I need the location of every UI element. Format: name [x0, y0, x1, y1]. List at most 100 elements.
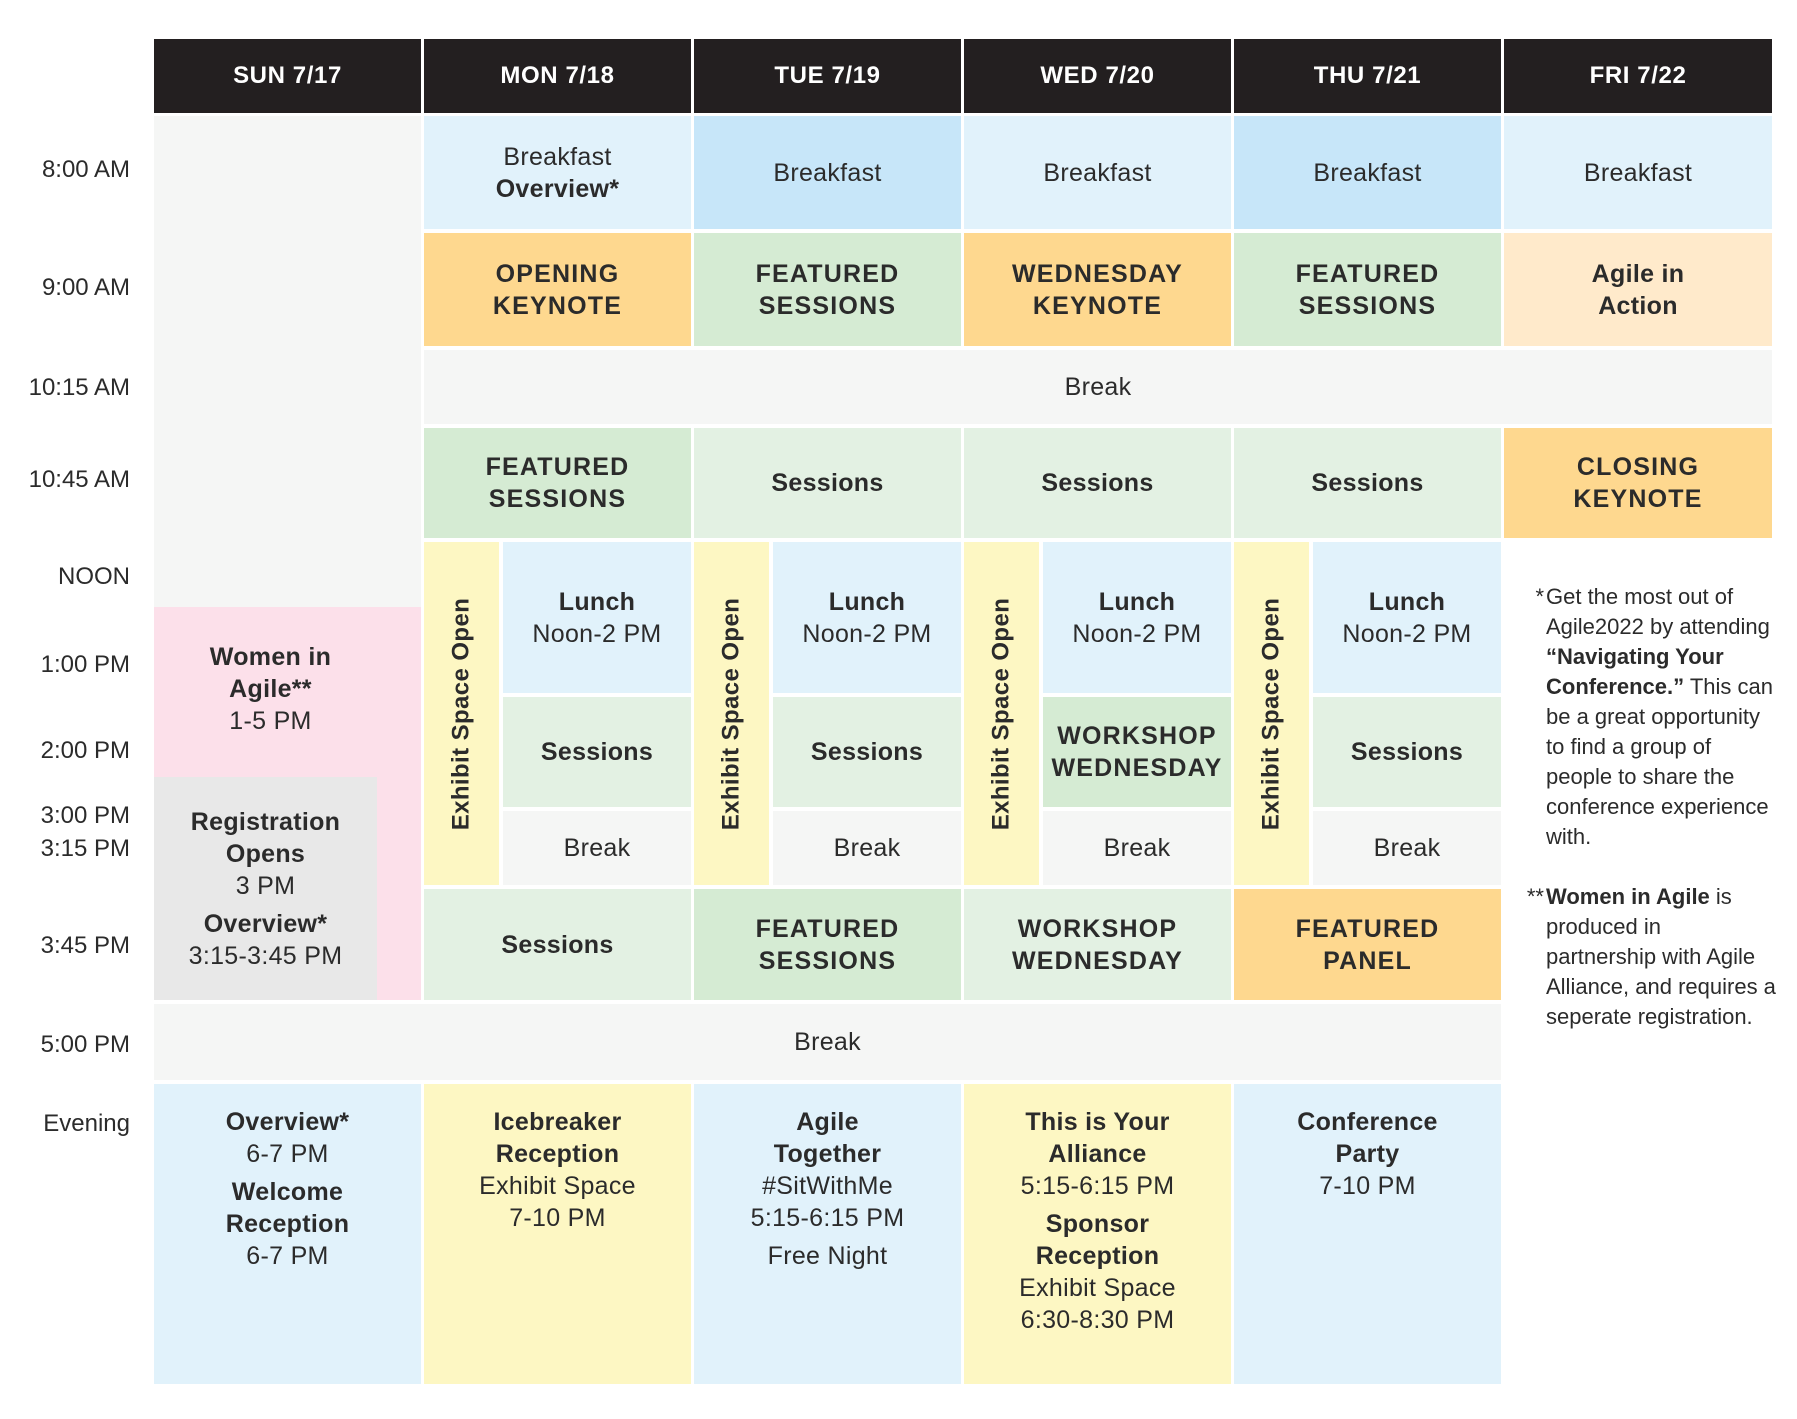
sessions-mon-345: Sessions — [424, 889, 691, 1000]
women-in-agile-time: 1-5 PM — [229, 707, 312, 735]
evening-sun: Overview* 6-7 PM Welcome Reception 6-7 P… — [154, 1084, 421, 1384]
agile-together-title: Agile Together — [773, 1108, 882, 1168]
registration-time: 3 PM — [235, 871, 296, 900]
lunch-thu: Lunch Noon-2 PM — [1313, 542, 1501, 693]
footnote-1-plain-a: Get the most out of Agile2022 by attendi… — [1546, 584, 1770, 639]
time-label-1pm: 1:00 PM — [40, 651, 130, 678]
evening-tue: Agile Together #SitWithMe 5:15-6:15 PM F… — [694, 1084, 961, 1384]
breakfast-tue: Breakfast — [694, 116, 961, 229]
day-header-thu: THU 7/21 — [1234, 39, 1501, 113]
break-mon-3pm: Break — [503, 811, 691, 885]
registration-opens: Registration Opens 3 PM Overview* 3:15-3… — [154, 777, 377, 1000]
footnote-2-text: Women in Agile is produced in partnershi… — [1546, 882, 1776, 1032]
sponsor-reception-location: Exhibit Space — [1019, 1274, 1176, 1302]
footnote-navigating: * Get the most out of Agile2022 by atten… — [1520, 582, 1776, 852]
icebreaker-title: Icebreaker Reception — [493, 1108, 622, 1168]
sponsor-reception-time: 6:30-8:30 PM — [1020, 1306, 1175, 1334]
opening-keynote-mon: OPENING KEYNOTE — [424, 233, 691, 346]
agile-together-hashtag: #SitWithMe — [762, 1172, 893, 1200]
lunch-mon-time: Noon-2 PM — [532, 620, 662, 648]
break-thu-3pm: Break — [1313, 811, 1501, 885]
footnote-women: ** Women in Agile is produced in partner… — [1520, 882, 1776, 1032]
exhibit-space-wed-label: Exhibit Space Open — [987, 597, 1015, 830]
evening-mon: Icebreaker Reception Exhibit Space 7-10 … — [424, 1084, 691, 1384]
time-label-5pm: 5:00 PM — [40, 1031, 130, 1058]
lunch-tue-title: Lunch — [828, 588, 906, 616]
lunch-thu-title: Lunch — [1368, 588, 1446, 616]
time-label-evening: Evening — [43, 1110, 130, 1137]
exhibit-space-thu: Exhibit Space Open — [1234, 542, 1309, 885]
workshop-wednesday-345: WORKSHOP WEDNESDAY — [964, 889, 1231, 1000]
time-label-noon: NOON — [58, 563, 130, 590]
exhibit-space-tue-label: Exhibit Space Open — [717, 597, 745, 830]
conference-party-title: Conference Party — [1297, 1108, 1438, 1168]
breakfast-wed: Breakfast — [964, 116, 1231, 229]
sponsor-reception-title: Sponsor Reception — [1035, 1210, 1160, 1270]
featured-sessions-tue-pm: FEATURED SESSIONS — [694, 889, 961, 1000]
icebreaker-time: 7-10 PM — [509, 1204, 606, 1232]
agile-together-time: 5:15-6:15 PM — [750, 1204, 905, 1232]
your-alliance-title: This is Your Alliance — [1025, 1108, 1170, 1168]
footnote-1-mark: * — [1535, 584, 1544, 609]
footnote-1-bold: “Navigating Your Conference.” — [1546, 644, 1724, 699]
sunday-morning-empty — [154, 116, 421, 607]
featured-panel-thu: FEATURED PANEL — [1234, 889, 1501, 1000]
lunch-tue-time: Noon-2 PM — [802, 620, 932, 648]
featured-panel-label: FEATURED PANEL — [1295, 914, 1440, 975]
overview-sun-title: Overview* — [203, 909, 328, 938]
day-header-wed: WED 7/20 — [964, 39, 1231, 113]
overview-evening-title: Overview* — [225, 1108, 350, 1136]
featured-sessions-thu-am: FEATURED SESSIONS — [1234, 233, 1501, 346]
footnote-2-mark: ** — [1526, 884, 1544, 909]
lunch-wed: Lunch Noon-2 PM — [1043, 542, 1231, 693]
day-header-sun: SUN 7/17 — [154, 39, 421, 113]
time-label-1015am: 10:15 AM — [28, 374, 130, 401]
footnote-1-text: Get the most out of Agile2022 by attendi… — [1546, 582, 1776, 852]
footnote-2-bold: Women in Agile — [1546, 884, 1710, 909]
free-night-label: Free Night — [767, 1242, 888, 1270]
closing-keynote-fri: CLOSING KEYNOTE — [1504, 428, 1772, 538]
exhibit-space-tue: Exhibit Space Open — [694, 542, 769, 885]
agile-in-action-label: Agile in Action — [1591, 259, 1685, 320]
featured-sessions-mon-am-label: FEATURED SESSIONS — [485, 453, 630, 513]
breakfast-fri: Breakfast — [1504, 116, 1772, 229]
footnotes: * Get the most out of Agile2022 by atten… — [1520, 582, 1776, 1032]
icebreaker-location: Exhibit Space — [479, 1172, 636, 1200]
sessions-mon-2pm: Sessions — [503, 697, 691, 807]
time-label-345pm: 3:45 PM — [40, 932, 130, 959]
break-wed-3pm: Break — [1043, 811, 1231, 885]
day-header-mon: MON 7/18 — [424, 39, 691, 113]
break-5pm: Break — [154, 1004, 1501, 1080]
workshop-wednesday-2pm: WORKSHOP WEDNESDAY — [1043, 697, 1231, 807]
featured-sessions-mon-am: FEATURED SESSIONS — [424, 428, 691, 538]
welcome-reception-title: Welcome Reception — [225, 1178, 350, 1238]
lunch-wed-title: Lunch — [1098, 588, 1176, 616]
break-1015: Break — [424, 350, 1772, 424]
sessions-tue-2pm: Sessions — [773, 697, 961, 807]
sessions-wed-1045: Sessions — [964, 428, 1231, 538]
featured-sessions-tue-pm-label: FEATURED SESSIONS — [755, 914, 900, 975]
footnote-1-plain-b: This can be a great opportunity to find … — [1546, 674, 1774, 849]
sessions-thu-1045: Sessions — [1234, 428, 1501, 538]
day-header-tue: TUE 7/19 — [694, 39, 961, 113]
lunch-thu-time: Noon-2 PM — [1342, 620, 1472, 648]
day-header-fri: FRI 7/22 — [1504, 39, 1772, 113]
agile-in-action-fri: Agile in Action — [1504, 233, 1772, 346]
time-label-2pm: 2:00 PM — [40, 737, 130, 764]
breakfast-mon: Breakfast Overview* — [424, 116, 691, 229]
exhibit-space-wed: Exhibit Space Open — [964, 542, 1039, 885]
time-label-8am: 8:00 AM — [41, 156, 130, 183]
women-in-agile-title: Women in Agile** — [209, 643, 332, 703]
time-label-315pm: 3:15 PM — [40, 835, 130, 862]
overview-evening-time: 6-7 PM — [246, 1140, 329, 1168]
overview-sun-time: 3:15-3:45 PM — [188, 941, 343, 970]
featured-sessions-thu-am-label: FEATURED SESSIONS — [1295, 259, 1440, 320]
lunch-wed-time: Noon-2 PM — [1072, 620, 1202, 648]
lunch-mon: Lunch Noon-2 PM — [503, 542, 691, 693]
exhibit-space-mon-label: Exhibit Space Open — [447, 597, 475, 830]
time-label-9am: 9:00 AM — [41, 274, 130, 301]
opening-keynote-label: OPENING KEYNOTE — [492, 259, 623, 320]
lunch-tue: Lunch Noon-2 PM — [773, 542, 961, 693]
wednesday-keynote: WEDNESDAY KEYNOTE — [964, 233, 1231, 346]
workshop-wednesday-345-label: WORKSHOP WEDNESDAY — [1011, 914, 1184, 975]
